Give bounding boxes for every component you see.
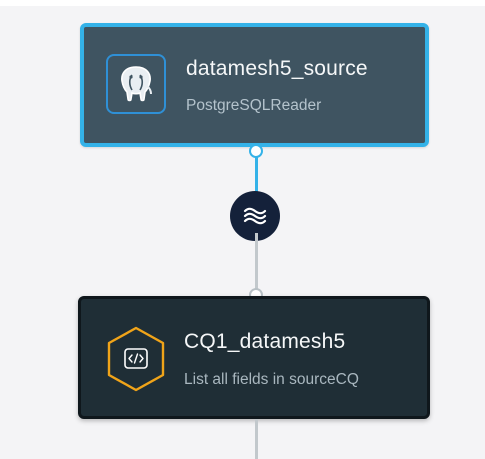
- source-node-type: PostgreSQLReader: [186, 97, 322, 114]
- cq-node[interactable]: CQ1_datamesh5 List all fields in sourceC…: [78, 296, 430, 419]
- connection-line: [255, 233, 258, 289]
- source-node[interactable]: datamesh5_source PostgreSQLReader: [80, 23, 429, 147]
- connection-line-downstream: [255, 419, 258, 459]
- canvas-top-edge: [0, 0, 485, 6]
- cq-node-title: CQ1_datamesh5: [184, 330, 346, 353]
- code-hexagon-icon: [105, 325, 167, 393]
- cq-node-description: List all fields in sourceCQ: [184, 371, 359, 388]
- source-node-title: datamesh5_source: [186, 57, 368, 80]
- stream-waves-icon[interactable]: [230, 191, 280, 241]
- connection-line-selected: [255, 156, 258, 198]
- postgresql-icon: [106, 54, 166, 114]
